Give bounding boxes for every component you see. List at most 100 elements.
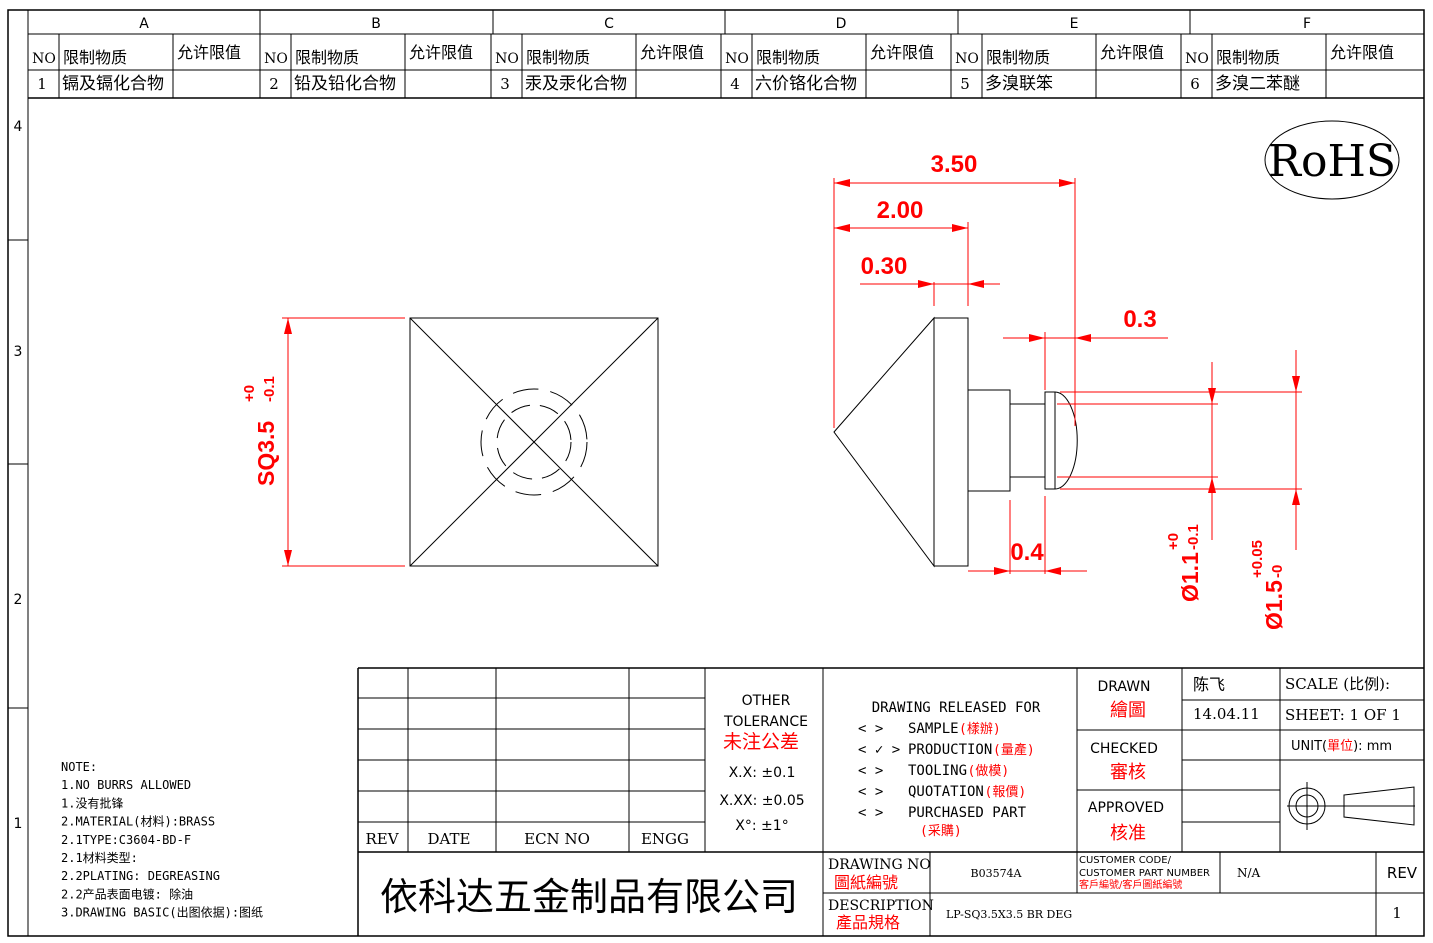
rohs-mark: RoHS [1268, 136, 1396, 187]
top-zone-dividers [259, 10, 1191, 34]
rs-row-no: 1 [37, 75, 47, 93]
note-line: 1.NO BURRS ALLOWED [61, 778, 191, 792]
rev-label: REV [1387, 864, 1418, 882]
rs-substance-header: 限制物质 [295, 48, 359, 67]
dia-1-1-label: Ø1.1 [1177, 552, 1203, 602]
drawing-no-cn-label: 圖紙編號 [834, 873, 898, 892]
checked-cn-label: 審核 [1110, 762, 1146, 783]
release-mark: < ✓ > [858, 742, 900, 758]
note-line: 2.1材料类型: [61, 851, 138, 865]
rev-value: 1 [1392, 904, 1402, 922]
tolerance-line1: OTHER [742, 693, 791, 709]
description-value: LP-SQ3.5X3.5 BR DEG [946, 908, 1072, 921]
date-header: DATE [428, 830, 471, 848]
release-option: QUOTATION [908, 784, 984, 800]
rs-row-substance: 六价铬化合物 [755, 74, 857, 94]
release-mark: < > [858, 721, 883, 737]
zone-label-a: A [139, 16, 149, 32]
tolerance-x-xx: X.XX: ±0.05 [719, 793, 804, 809]
drawn-name: 陈飞 [1193, 675, 1225, 694]
zone-label-e: E [1070, 16, 1079, 32]
sq-dimension [282, 317, 405, 567]
top-zone-labels: A B C D E F [139, 16, 1311, 32]
dia-1-5-label: Ø1.5 [1261, 580, 1287, 630]
rs-no-header: NO [264, 51, 288, 67]
dia-1-5-tol-upper: +0.05 [1249, 540, 1266, 578]
customer-value: N/A [1237, 866, 1261, 880]
hidden-circle-inner [496, 404, 572, 480]
tolerance-angle: X°: ±1° [735, 818, 788, 834]
unit-label: UNIT(單位): mm [1291, 739, 1392, 754]
rs-substance-header: 限制物质 [526, 48, 590, 67]
note-line: 2.1TYPE:C3604-BD-F [61, 833, 191, 847]
approved-cn-label: 核准 [1110, 823, 1146, 844]
dim-0-4: 0.4 [1010, 539, 1044, 566]
release-option-cn: (量產) [993, 742, 1035, 758]
rs-limit-header: 允许限值 [870, 43, 934, 62]
ecn-header: ECN NO [524, 830, 590, 848]
rs-limit-header: 允许限值 [177, 43, 241, 62]
drawn-cn-label: 繪圖 [1110, 700, 1146, 721]
rs-row-no: 4 [730, 75, 740, 93]
sheet-label: SHEET: 1 OF 1 [1285, 706, 1401, 724]
drawn-label: DRAWN [1097, 679, 1150, 695]
zone-label-4: 4 [14, 119, 23, 135]
drawn-date: 14.04.11 [1193, 705, 1260, 723]
rs-no-header: NO [495, 51, 519, 67]
tolerance-line2: TOLERANCE [723, 714, 808, 730]
description-cn-label: 產品規格 [836, 913, 900, 932]
approved-label: APPROVED [1088, 800, 1164, 816]
rs-no-header: NO [955, 51, 979, 67]
release-option-cn: (報價) [985, 785, 1027, 800]
restricted-substances-table: NO 限制物质 允许限值 1 镉及镉化合物 NO 限制物质 允许限值 2 铅及铅化合物 NO 限制物质… [28, 34, 1424, 99]
sq-tol-upper: +0 [241, 385, 258, 402]
rs-substance-header: 限制物质 [1216, 48, 1280, 67]
dia-1-1-tol-upper: +0 [1165, 533, 1182, 550]
release-mark: < > [858, 805, 883, 821]
notes-block: NOTE:1.NO BURRS ALLOWED1.没有批锋2.MATERIAL(… [61, 760, 263, 920]
release-option-cn: (采購) [920, 824, 962, 839]
rs-limit-header: 允许限值 [1100, 43, 1164, 62]
sq-dim-label: SQ3.5 [253, 421, 279, 486]
scale-label: SCALE (比例): [1285, 675, 1390, 693]
release-mark: < > [858, 763, 883, 779]
rohs-ellipse [1264, 120, 1400, 200]
company-name: 依科达五金制品有限公司 [380, 875, 798, 919]
release-title: DRAWING RELEASED FOR [872, 700, 1041, 716]
tolerance-block: OTHER TOLERANCE 未注公差 X.X: ±0.1 X.XX: ±0.… [719, 693, 808, 834]
zone-label-f: F [1303, 16, 1311, 32]
rev-header: REV [365, 830, 399, 848]
release-option: PURCHASED PART [908, 805, 1027, 821]
sq-tol-lower: -0.1 [261, 376, 278, 402]
front-view [409, 317, 659, 567]
rs-no-header: NO [1185, 51, 1209, 67]
customer-part-label: CUSTOMER PART NUMBER [1079, 868, 1210, 879]
inner-frame [27, 9, 1425, 937]
release-option: TOOLING [908, 763, 967, 779]
rs-substance-header: 限制物质 [986, 48, 1050, 67]
dim-3-50: 3.50 [931, 151, 978, 178]
customer-cn-label: 客戶編號/客戶圖紙編號 [1079, 878, 1182, 891]
engg-header: ENGG [641, 830, 689, 848]
tolerance-cn: 未注公差 [723, 731, 799, 753]
rs-no-header: NO [725, 51, 749, 67]
release-option-cn: (做模) [968, 764, 1010, 779]
release-mark: < > [858, 784, 883, 800]
rs-row-substance: 镉及镉化合物 [62, 74, 164, 94]
side-view-dimensions [833, 178, 1302, 575]
first-angle-projection-icon [1287, 782, 1415, 830]
dim-0-30: 0.30 [861, 253, 908, 280]
rs-row-substance: 多溴二苯醚 [1215, 74, 1300, 94]
title-block [357, 667, 1424, 936]
zone-label-2: 2 [14, 592, 23, 608]
note-line: 1.没有批锋 [61, 795, 123, 810]
description-label: DESCRIPTION [828, 898, 934, 914]
rs-row-no: 3 [500, 75, 510, 93]
zone-label-d: D [836, 16, 847, 32]
rs-limit-header: 允许限值 [1330, 43, 1394, 62]
rs-row-no: 2 [269, 75, 279, 93]
rs-row-substance: 铅及铅化合物 [294, 74, 396, 94]
drawing-no-label: DRAWING NO [828, 857, 931, 873]
release-option: PRODUCTION [908, 742, 992, 758]
customer-code-label: CUSTOMER CODE/ [1079, 855, 1172, 866]
